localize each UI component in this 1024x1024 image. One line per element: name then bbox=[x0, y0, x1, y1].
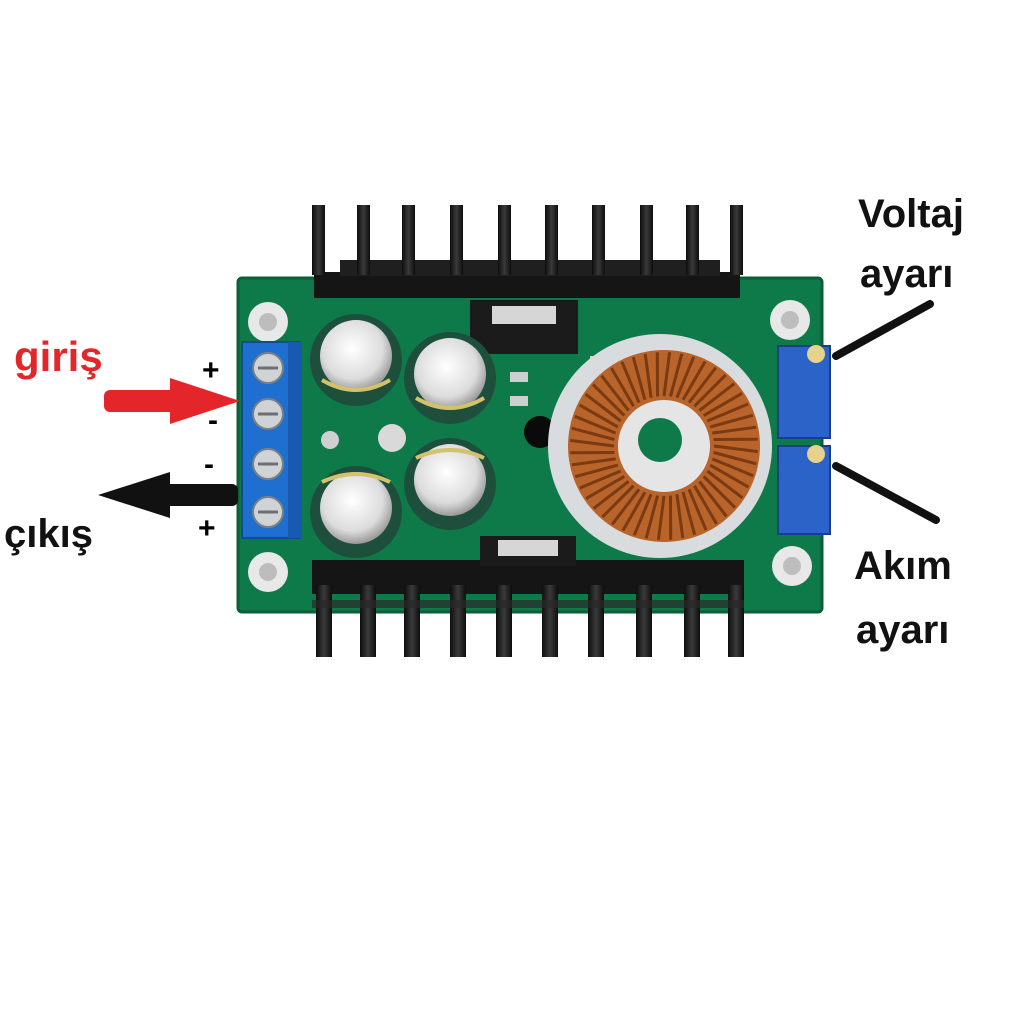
inductor-winding bbox=[662, 352, 672, 397]
output-minus-sign: - bbox=[204, 448, 214, 481]
current-adjust-label-line1: Akım bbox=[854, 544, 952, 588]
input-label: giriş bbox=[14, 333, 103, 380]
inductor-winding bbox=[643, 353, 653, 398]
voltage-adjust-label-line2: ayarı bbox=[860, 252, 954, 296]
inductor-winding bbox=[571, 457, 616, 467]
inductor-winding bbox=[591, 383, 626, 417]
output-plus-sign: + bbox=[198, 512, 216, 545]
voltage-trimmer bbox=[777, 345, 831, 439]
terminal-screws bbox=[252, 352, 284, 528]
inductor-winding bbox=[610, 367, 635, 408]
inductor-winding bbox=[644, 495, 659, 539]
screw-terminal-block bbox=[241, 341, 302, 539]
capacitor-3 bbox=[310, 466, 402, 558]
inductor-winding bbox=[687, 488, 708, 531]
inductor-winding bbox=[706, 469, 744, 499]
current-adjust-label-line2: ayarı bbox=[856, 608, 950, 652]
capacitors bbox=[310, 314, 496, 558]
capacitor-4 bbox=[404, 438, 496, 530]
inductor-winding bbox=[621, 491, 647, 532]
inductor-winding bbox=[712, 425, 757, 435]
inductor-winding bbox=[693, 373, 727, 408]
inductor-winding bbox=[632, 493, 653, 536]
inductor-winding bbox=[681, 360, 707, 401]
inductor-winding bbox=[711, 457, 754, 478]
inductor-winding bbox=[698, 382, 736, 412]
bottom-heatsink bbox=[312, 536, 744, 657]
inductor-winding bbox=[713, 444, 758, 454]
voltage-adjust-label-line1: Voltaj bbox=[858, 192, 964, 236]
inductor-winding bbox=[579, 469, 622, 490]
capacitor-1 bbox=[310, 314, 402, 406]
inductor-winding bbox=[656, 495, 666, 540]
current-pointer-line bbox=[832, 462, 940, 524]
inductor-winding bbox=[675, 356, 696, 399]
inductor-winding bbox=[698, 480, 728, 518]
inductor-winding bbox=[600, 374, 630, 412]
top-heatsink bbox=[312, 205, 743, 354]
inductor-winding bbox=[709, 463, 750, 489]
trimmer-potentiometers bbox=[777, 345, 831, 535]
inductor-winding bbox=[713, 451, 757, 466]
inductor-winding bbox=[571, 426, 615, 441]
inductor-winding bbox=[706, 402, 749, 423]
capacitor-2 bbox=[404, 332, 496, 424]
toroid-inductor bbox=[548, 334, 772, 558]
inductor-winding bbox=[709, 413, 754, 429]
inductor-winding bbox=[585, 475, 626, 500]
inductor-winding bbox=[702, 475, 737, 509]
inductor-winding bbox=[681, 491, 697, 536]
mounting-holes bbox=[248, 300, 812, 592]
input-plus-sign: + bbox=[202, 354, 220, 387]
inductor-winding bbox=[574, 463, 619, 479]
inductor-winding bbox=[584, 393, 622, 423]
inductor-winding bbox=[611, 488, 641, 526]
inductor-winding bbox=[574, 414, 617, 435]
voltage-pointer-line bbox=[832, 300, 934, 360]
inductor-winding bbox=[675, 494, 685, 539]
inductor-winding bbox=[631, 356, 647, 401]
inductor-winding bbox=[592, 480, 630, 510]
inductor-winding bbox=[570, 438, 615, 448]
inductor-winding bbox=[702, 392, 743, 417]
inductor-winding bbox=[601, 484, 635, 519]
inductor-winding bbox=[620, 361, 641, 404]
inductor-winding bbox=[693, 484, 718, 525]
arrow-right-icon bbox=[104, 378, 240, 424]
inductor-winding bbox=[578, 403, 619, 429]
output-label: çıkış bbox=[4, 512, 93, 556]
inductor-winding bbox=[687, 366, 717, 404]
inductor-winding bbox=[669, 353, 684, 397]
arrow-left-icon bbox=[98, 472, 238, 518]
current-trimmer bbox=[777, 445, 831, 535]
input-minus-sign: - bbox=[208, 404, 218, 437]
